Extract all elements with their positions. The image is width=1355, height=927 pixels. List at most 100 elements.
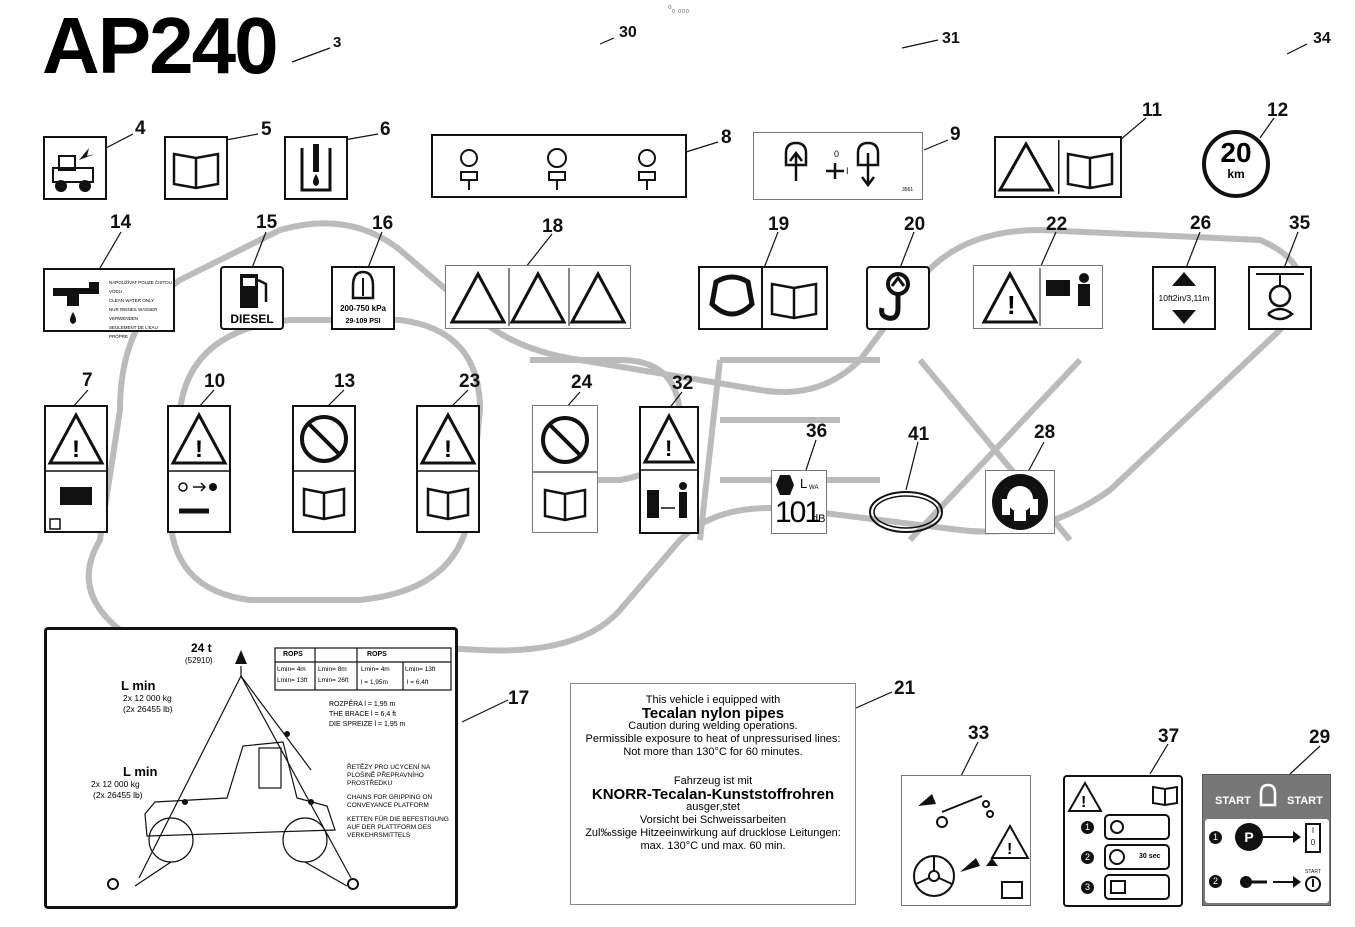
height-arrows-icon — [1172, 272, 1196, 324]
lifting-diagram — [107, 647, 452, 890]
decal-22-distance-warning: ! — [973, 265, 1103, 329]
decal-13-no-access — [292, 405, 356, 533]
rops-c2: l = 1,95m — [361, 679, 388, 686]
callout-22: 22 — [1046, 214, 1068, 235]
tecalan-line-10: Zul‰ssige Hitzeeinwirkung auf drucklose … — [585, 827, 841, 839]
hook-icon — [879, 272, 910, 321]
brace-en: THE BRACE l = 6,4 ft — [329, 711, 397, 718]
water-text-fr: SEULEMENT DE L'EAU PROPRE — [109, 325, 158, 339]
warning-key-icon: ! — [169, 411, 229, 514]
decal-code: 3561 — [902, 187, 914, 193]
callout-7: 7 — [82, 370, 93, 391]
start-left-label: START — [1215, 795, 1251, 807]
water-text-cz: NAPOUŽÍVAT POUZE ČISTOU VODU — [109, 280, 172, 294]
load-label: 24 t — [191, 641, 212, 655]
callout-35: 35 — [1289, 213, 1311, 234]
lmin-kg-1: 2x 12 000 kg — [123, 693, 172, 703]
callout-41: 41 — [908, 424, 930, 445]
tie-down-icon — [1256, 273, 1304, 321]
water-text-de: NUR REINES WASSER VERWENDEN — [109, 307, 158, 321]
callout-14: 14 — [110, 212, 132, 233]
callout-13: 13 — [334, 371, 356, 392]
decal-41-ring — [869, 491, 943, 533]
callout-10: 10 — [204, 371, 226, 392]
rops-a1: Lmin= 4m — [277, 666, 306, 673]
decal-6-hydraulic — [284, 136, 348, 200]
prohibition-book-icon-2 — [533, 416, 597, 522]
svg-text:!: ! — [195, 436, 203, 463]
decal-8-lubrication — [431, 134, 687, 198]
brace-cz: ROZPĚRA l = 1,95 m — [329, 701, 396, 708]
step-2-badge: 2 — [1081, 851, 1094, 864]
tecalan-line-11: max. 130°C und max. 60 min. — [640, 840, 786, 852]
rops-d2: l = 6,4ft — [407, 679, 429, 686]
callout-34: 34 — [1313, 30, 1331, 47]
wait-seconds-label: 30 sec — [1139, 853, 1161, 860]
crush-hazard-icons — [449, 268, 627, 326]
lmin-label-2: L min — [123, 764, 158, 779]
start-right-label: START — [1287, 795, 1323, 807]
decal-29-start-panel: START START 1 P I 0 2 START — [1202, 774, 1331, 906]
decal-20-lifting-hook — [866, 266, 930, 330]
callout-4: 4 — [135, 118, 146, 139]
steering-warning-icon: ! — [913, 794, 1030, 899]
book-icon — [172, 152, 220, 190]
decal-10-stop-engine: ! — [167, 405, 231, 533]
noise-unit: dB — [812, 513, 826, 525]
tire-pressure-icon — [351, 270, 375, 300]
step-3-badge: 3 — [1081, 881, 1094, 894]
decal-28-hearing-protection — [985, 470, 1055, 534]
lmin-label-1: L min — [121, 678, 156, 693]
callout-5: 5 — [261, 119, 272, 140]
noise-value: 101 — [775, 496, 821, 529]
decal-19-engine-manual — [698, 266, 828, 330]
callout-3: 3 — [333, 34, 342, 51]
warning-book-icon-2: ! — [418, 411, 478, 521]
decal-16-tire-pressure: 200-750 kPa 29-109 PSI — [331, 266, 395, 330]
svg-text:!: ! — [1081, 794, 1086, 811]
noise-icon — [776, 475, 794, 495]
tecalan-line-2: Tecalan nylon pipes — [641, 705, 785, 722]
decal-33-steering: ! — [901, 775, 1031, 906]
engine-oil-book-icon — [709, 268, 818, 328]
arrow-right-icon — [1263, 831, 1301, 843]
callout-17: 17 — [508, 688, 530, 709]
decal-18-crush-warning — [445, 265, 631, 329]
decal-14-clean-water: NAPOUŽÍVAT POUZE ČISTOU VODU CLEAN WATER… — [43, 268, 175, 339]
callout-18: 18 — [542, 216, 564, 237]
svg-text:!: ! — [1007, 290, 1016, 320]
callout-23: 23 — [459, 371, 481, 392]
decal-36-noise-level: L WA 101 dB — [771, 470, 827, 534]
callout-33: 33 — [968, 723, 990, 744]
height-label: 10ft2in/3,11m — [1158, 293, 1210, 303]
warning-book-icon — [997, 140, 1114, 194]
decal-26-height: 10ft2in/3,11m — [1152, 266, 1216, 330]
callout-11: 11 — [1142, 100, 1163, 121]
rops-d1: Lmin= 13ft — [405, 666, 436, 673]
decal-21-tecalan-pipes: This vehicle i equipped with Tecalan nyl… — [570, 683, 856, 905]
callout-15: 15 — [256, 212, 278, 233]
decal-23-warning-manual: ! — [416, 405, 480, 533]
callout-8: 8 — [721, 127, 732, 148]
decal-12-speed-limit: 20 km — [1202, 130, 1270, 198]
faucet-icon — [53, 282, 99, 324]
decal-15-diesel: DIESEL — [220, 266, 284, 330]
tecalan-line-8: ausger‚stet — [686, 801, 740, 813]
start-step-1: 1 — [1209, 831, 1222, 844]
tecalan-line-3: Caution during welding operations. — [628, 720, 798, 732]
lmin-lb-1: (2x 26455 lb) — [123, 704, 173, 714]
callout-20: 20 — [904, 214, 926, 235]
switch-on: I — [1311, 826, 1315, 835]
decal-17-transport-lifting: 24 t (52910) L min 2x 12 000 kg (2x 2645… — [44, 627, 458, 909]
speed-unit: km — [1227, 167, 1245, 181]
callout-28: 28 — [1034, 422, 1056, 443]
decal-9-lever: 0 I 3561 — [753, 132, 923, 200]
callout-6: 6 — [380, 119, 391, 140]
callout-21: 21 — [894, 678, 916, 699]
start-step-2: 2 — [1209, 875, 1222, 888]
chain-text-de: KETTEN FÜR DIE BEFESTIGUNG AUF DER PLATT… — [347, 816, 449, 839]
callout-36: 36 — [806, 421, 828, 442]
pressure-psi: 29-109 PSI — [345, 318, 381, 325]
decal-24-no-spray — [532, 405, 598, 533]
ignition-icon — [1259, 783, 1277, 807]
